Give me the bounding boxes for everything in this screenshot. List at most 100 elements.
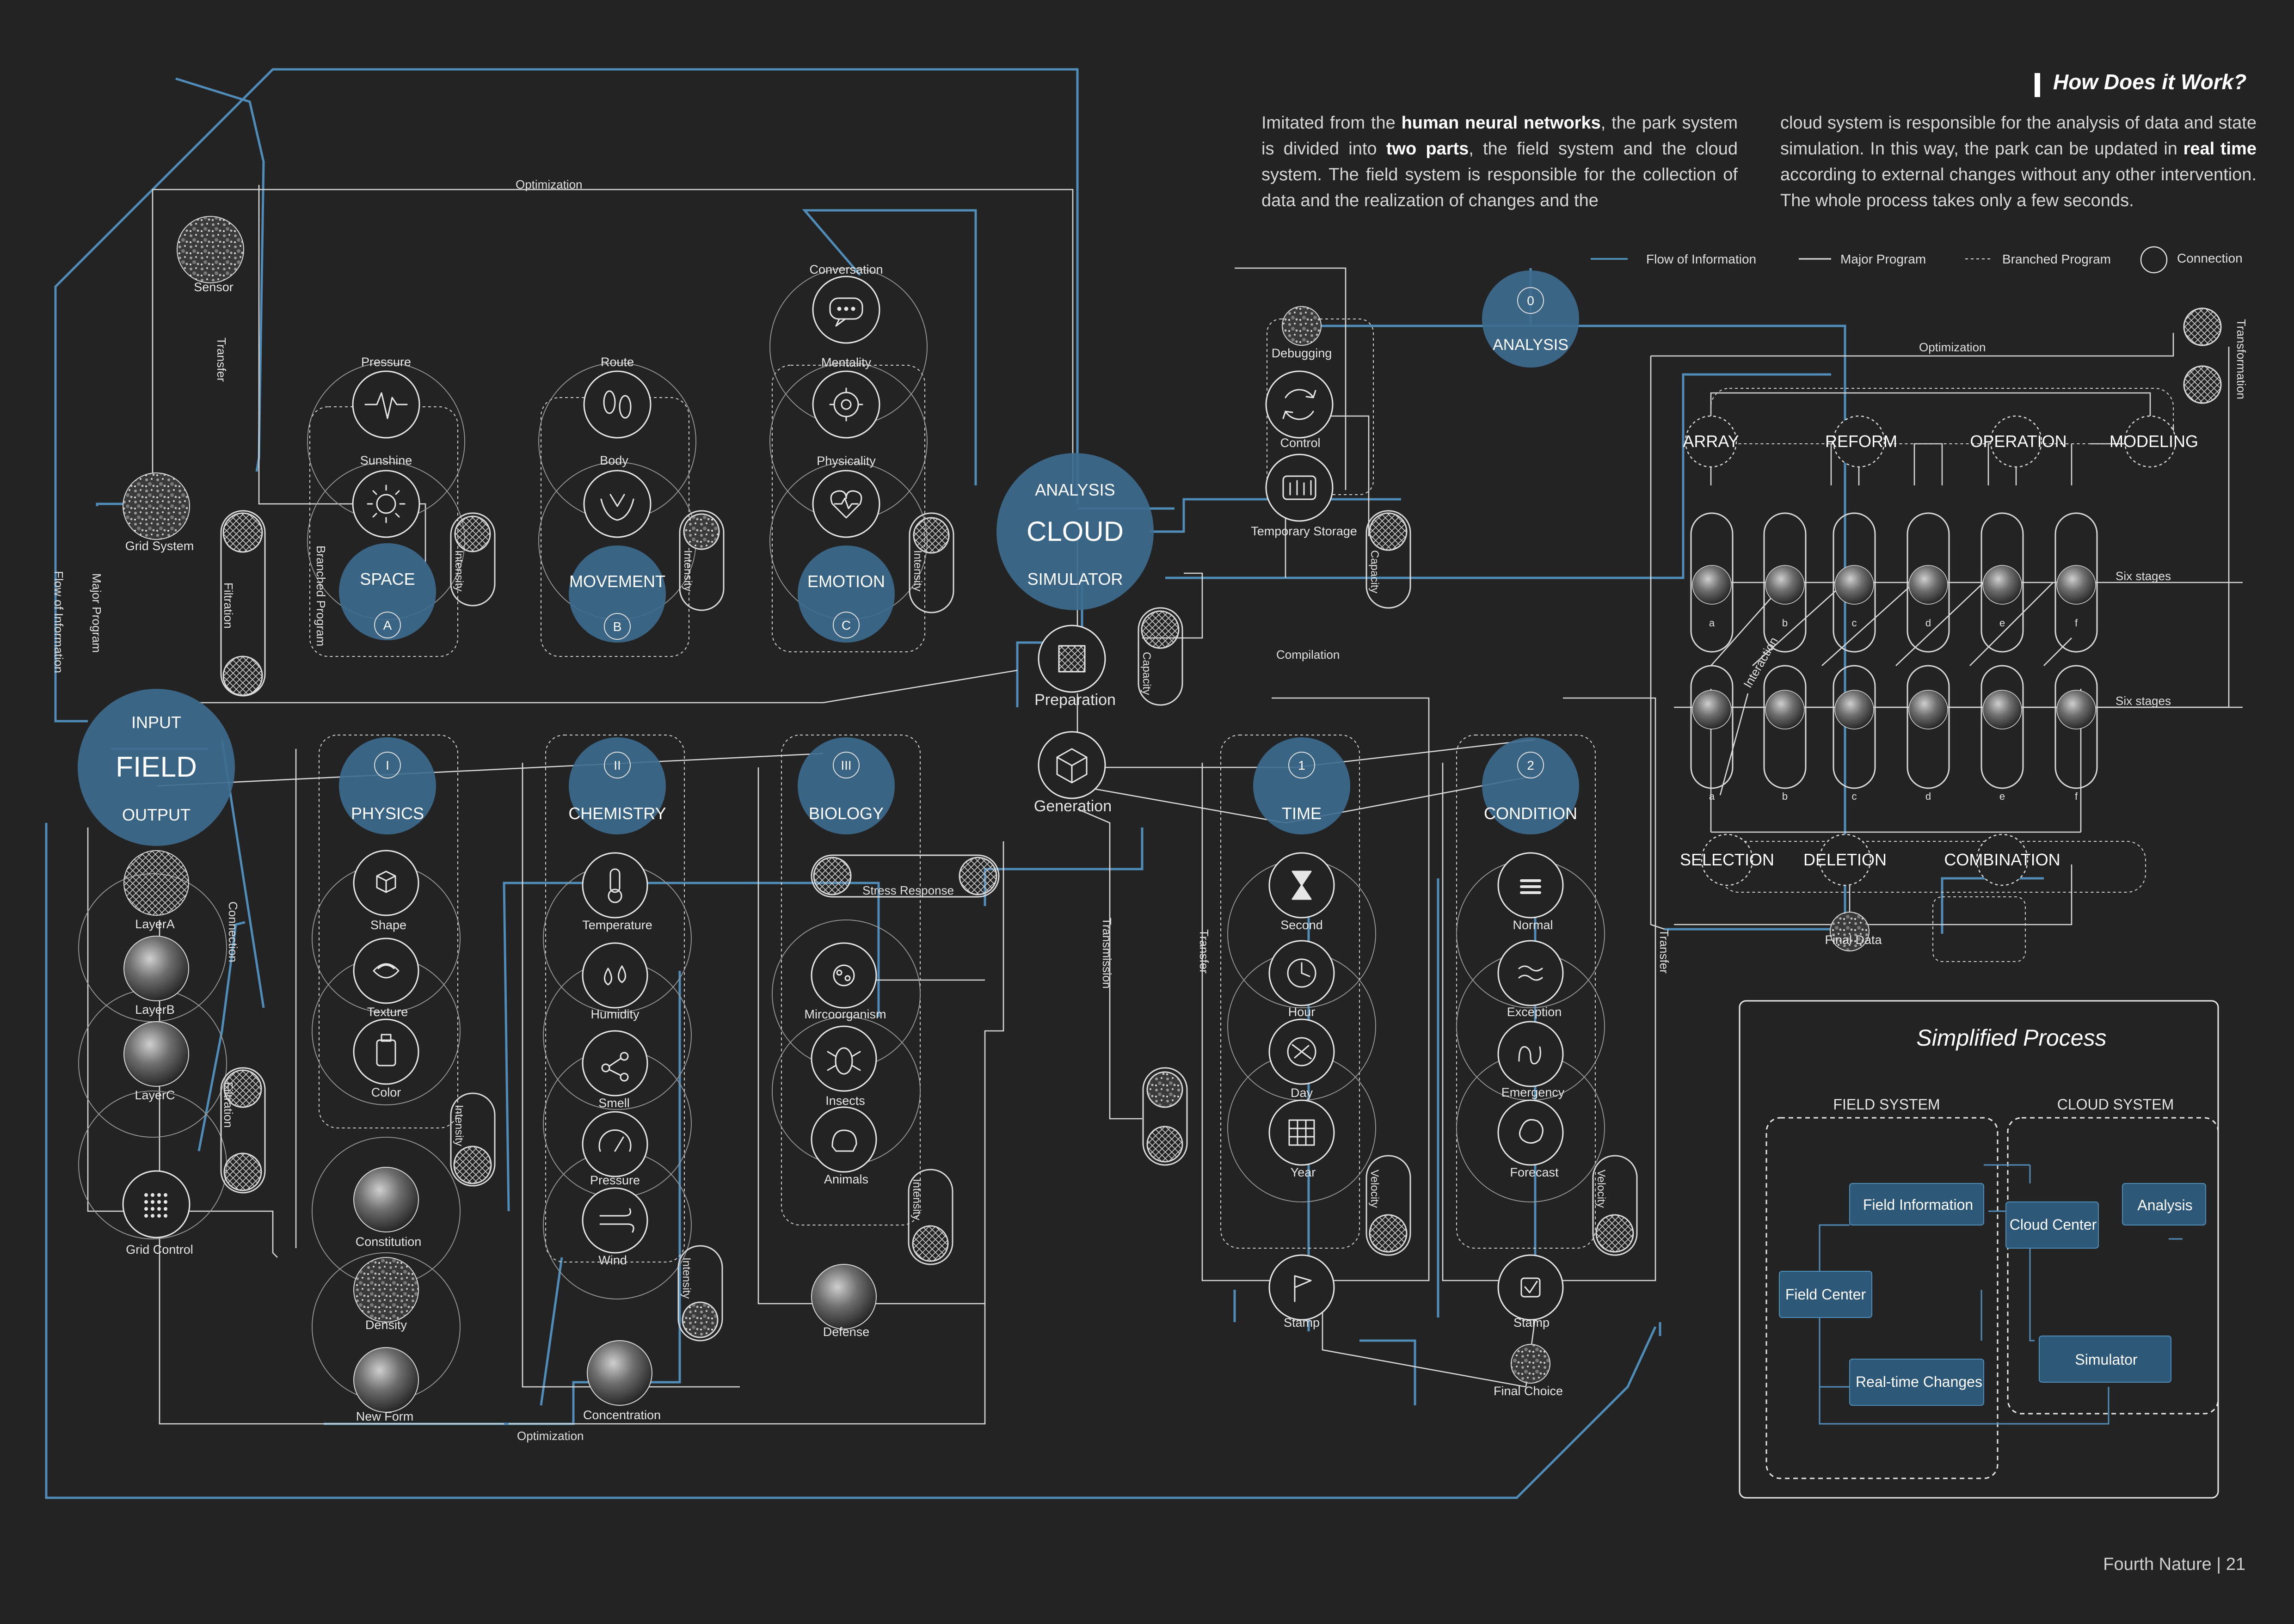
shape-label: Shape (370, 918, 406, 932)
simplified-analysis: Analysis (2137, 1197, 2192, 1213)
legend: Flow of Information Major Program Branch… (1591, 246, 2243, 274)
grid-control-icon (122, 1170, 191, 1238)
stage-f-bottom: f (2075, 791, 2078, 802)
pressure-top-label: Pressure (361, 355, 411, 369)
category-space-label: SPACE (360, 570, 415, 588)
field-hub-main: FIELD (116, 751, 197, 783)
analysis-hub-num: 0 (1527, 294, 1534, 308)
stamp-time-label: Stamp (1284, 1316, 1320, 1330)
smell-icon (582, 1030, 648, 1097)
legend-connection: Connection (2177, 251, 2243, 265)
new-form-label: New Form (356, 1410, 414, 1423)
simplified-field-information: Field Information (1863, 1196, 1973, 1213)
route-icon (583, 370, 652, 439)
pressure-icon (352, 370, 420, 439)
simplified-process-panel: Simplified Process FIELD SYSTEM CLOUD SY… (1739, 1000, 2219, 1499)
smell-label: Smell (598, 1096, 630, 1110)
grid-control-label: Grid Control (126, 1243, 193, 1256)
stage-a-top: a (1709, 617, 1715, 629)
simplified-field-center: Field Center (1785, 1286, 1866, 1303)
color-icon (353, 1018, 419, 1085)
sensor-image (177, 216, 244, 283)
stage-e-bottom: e (1999, 791, 2005, 802)
label-stress-response: Stress Response (862, 883, 954, 897)
label-intensity-chemistry: Intensity (680, 1257, 693, 1299)
stage-c-bottom: c (1852, 791, 1857, 802)
exception-label: Exception (1507, 1005, 1562, 1019)
stamp-condition-label: Stamp (1513, 1316, 1550, 1330)
algo-modeling: MODELING (2109, 432, 2198, 451)
section-heading: How Does it Work? (2035, 69, 2257, 102)
intro-p1-b: human neural networks (1401, 113, 1601, 133)
legend-connection-icon (2140, 246, 2168, 274)
category-hubs: SPACE A MOVEMENT B EMOTION C I PHYSICS I… (339, 543, 1579, 834)
animals-label: Animals (824, 1172, 868, 1186)
layer-a-label: LayerA (135, 917, 175, 931)
pressure-gauge-icon (582, 1111, 648, 1177)
second-label: Second (1280, 918, 1323, 932)
program-lines (87, 185, 2243, 1425)
category-physics-label: PHYSICS (351, 804, 424, 823)
legend-flow: Flow of Information (1646, 252, 1756, 266)
intro-p2-b: real time (2183, 139, 2257, 159)
sensor-label: Sensor (194, 280, 234, 294)
stage-b-top: b (1782, 617, 1788, 629)
day-label: Day (1291, 1086, 1313, 1100)
humidity-label: Humidity (590, 1007, 640, 1021)
conversation-label: Conversation (809, 263, 883, 276)
label-branched-program: Branched Program (314, 545, 328, 646)
body-label: Body (600, 453, 628, 467)
temperature-icon (582, 852, 648, 919)
temporary-storage-icon (1265, 453, 1334, 522)
constitution-image (353, 1167, 419, 1232)
label-intensity-physics: Intensity (453, 1105, 465, 1146)
temperature-label: Temperature (582, 918, 652, 932)
field-hub: INPUT FIELD OUTPUT (78, 689, 235, 846)
intro-p1-e: , the field system and the cloud system.… (1261, 139, 1738, 210)
preparation-label: Preparation (1034, 691, 1116, 709)
flag-icon (1268, 1254, 1335, 1321)
emergency-label: Emergency (1501, 1085, 1565, 1099)
field-hub-bottom: OUTPUT (122, 805, 191, 824)
field-hub-top: INPUT (131, 713, 181, 732)
constitution-label: Constitution (356, 1235, 422, 1249)
analysis-hub-label: ANALYSIS (1493, 336, 1568, 354)
algo-reform: REFORM (1825, 432, 1897, 451)
label-transfer-left: Transfer (215, 337, 228, 382)
hour-label: Hour (1288, 1005, 1316, 1019)
intro-p1-a: Imitated from the (1261, 113, 1402, 133)
wave-exception-icon (1497, 940, 1564, 1006)
calendar-icon (1268, 1099, 1335, 1166)
grid-system-label: Grid System (125, 539, 194, 553)
label-intensity-biology: Intensity (910, 1179, 923, 1220)
body-icon (583, 470, 652, 538)
intro-p2-c: according to external changes without an… (1780, 165, 2257, 210)
forecast-label: Forecast (1510, 1165, 1559, 1179)
animals-icon (811, 1106, 877, 1173)
simplified-simulator: Simulator (2075, 1351, 2138, 1368)
page-footer: Fourth Nature | 21 (2103, 1555, 2245, 1574)
stage-a-bottom: a (1709, 791, 1715, 802)
humidity-icon (582, 942, 648, 1009)
layer-a-image (123, 850, 189, 916)
intro-p1-d: two parts (1386, 139, 1469, 159)
mentality-label: Mentality (821, 355, 872, 369)
texture-icon (353, 938, 419, 1004)
category-physics-num: I (386, 758, 389, 772)
intro-paragraph-left: Imitated from the human neural networks,… (1261, 110, 1738, 214)
stage-c-top: c (1852, 617, 1857, 629)
category-emotion-label: EMOTION (807, 572, 885, 591)
debugging-label: Debugging (1272, 346, 1332, 360)
algo-array: ARRAY (1683, 432, 1739, 451)
stage-d-bottom: d (1925, 791, 1931, 802)
concentration-image (587, 1340, 652, 1406)
wind-label: Wind (598, 1253, 627, 1267)
simplified-title: Simplified Process (1916, 1025, 2106, 1051)
category-chemistry-label: CHEMISTRY (568, 804, 666, 823)
cloud-system-label: CLOUD SYSTEM (2057, 1096, 2174, 1113)
label-six-stages-bottom: Six stages (2116, 694, 2171, 708)
heading-text: How Does it Work? (2053, 70, 2247, 94)
final-data-label: Final Data (1825, 933, 1882, 947)
